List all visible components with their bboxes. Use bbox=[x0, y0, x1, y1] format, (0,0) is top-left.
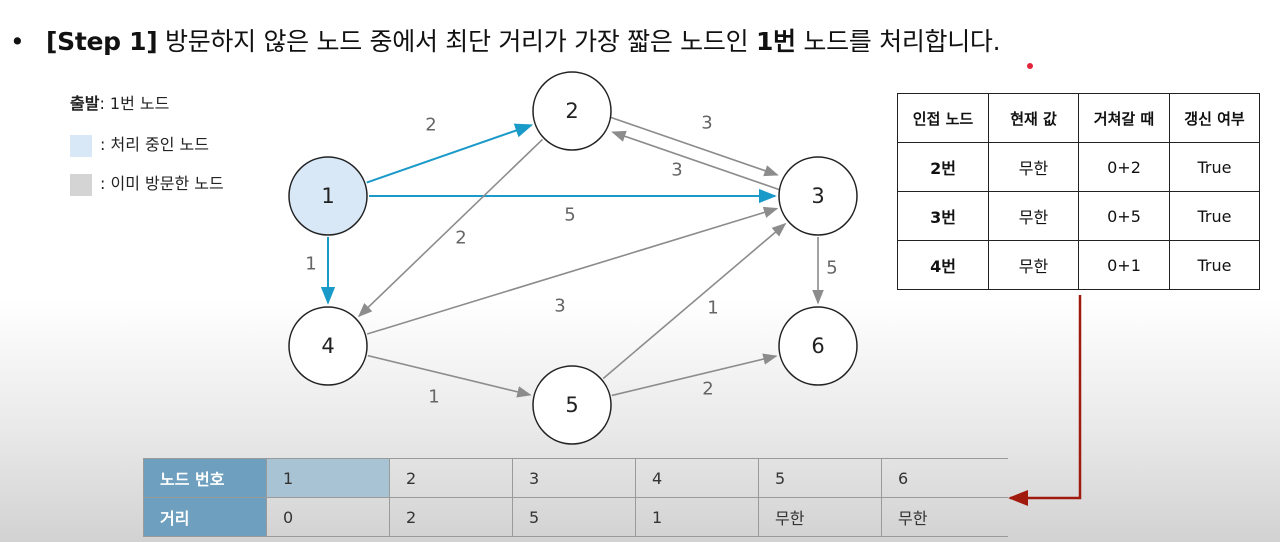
node-circle bbox=[532, 71, 612, 151]
distance-cell: 무한 bbox=[881, 497, 1008, 537]
table-link-arrow bbox=[1008, 295, 1082, 506]
edge-weight-label: 3 bbox=[554, 296, 565, 317]
adj-via-cell: 0+1 bbox=[1078, 240, 1170, 290]
node-number-cell: 5 bbox=[758, 458, 882, 498]
edge-4-3 bbox=[366, 206, 779, 335]
adj-via-cell: 0+2 bbox=[1078, 142, 1170, 192]
table-row: 2번 무한 0+2 True bbox=[897, 142, 1260, 192]
edge-weight-label: 1 bbox=[305, 254, 316, 275]
legend-processing: : 처리 중인 노드 bbox=[70, 131, 209, 157]
adj-node-cell: 3번 bbox=[897, 191, 989, 241]
graph-node-3: 3 bbox=[778, 156, 858, 236]
graph-node-5: 5 bbox=[532, 365, 612, 445]
adj-node-cell: 2번 bbox=[897, 142, 989, 192]
node-number-cell: 4 bbox=[635, 458, 759, 498]
node-label: 2 bbox=[565, 99, 578, 123]
distance-cell: 무한 bbox=[758, 497, 882, 537]
graph-node-4: 4 bbox=[288, 306, 368, 386]
adj-col-header: 인접 노드 bbox=[897, 93, 989, 143]
edge-weight-label: 5 bbox=[564, 205, 575, 226]
processing-swatch bbox=[70, 134, 92, 157]
node-circle bbox=[532, 365, 612, 445]
edge-weight-label: 3 bbox=[671, 160, 682, 181]
distance-cell: 5 bbox=[512, 497, 636, 537]
table-row: 4번 무한 0+1 True bbox=[897, 240, 1260, 290]
adj-via-cell: 0+5 bbox=[1078, 191, 1170, 241]
distance-cell: 0 bbox=[266, 497, 390, 537]
node-label: 4 bbox=[321, 334, 334, 358]
edge-2-3 bbox=[610, 116, 779, 177]
legend-start-label: 출발 bbox=[70, 94, 100, 113]
legend-start-value: : 1번 노드 bbox=[99, 94, 170, 113]
node-circle bbox=[778, 156, 858, 236]
node-label: 3 bbox=[811, 184, 824, 208]
distance-cell: 2 bbox=[389, 497, 513, 537]
adj-node-cell: 4번 bbox=[897, 240, 989, 290]
node-label: 6 bbox=[811, 334, 824, 358]
edge-weight-label: 2 bbox=[455, 228, 466, 249]
bullet: • bbox=[10, 27, 25, 56]
graph-node-1: 1 bbox=[288, 156, 368, 236]
distance-table: 노드 번호 1 2 3 4 5 6 거리 0 2 5 1 무한 무한 bbox=[143, 458, 1008, 537]
distance-header: 거리 bbox=[143, 497, 267, 537]
adjacency-table: 인접 노드 현재 값 거쳐갈 때 갱신 여부 2번 무한 0+2 True 3번… bbox=[897, 93, 1260, 290]
edge-weight-label: 1 bbox=[707, 298, 718, 319]
distance-value-row: 거리 0 2 5 1 무한 무한 bbox=[143, 497, 1008, 537]
adj-current-cell: 무한 bbox=[988, 240, 1079, 290]
node-number-cell: 2 bbox=[389, 458, 513, 498]
node-circle bbox=[778, 306, 858, 386]
visited-swatch bbox=[70, 173, 92, 196]
edge-weight-label: 3 bbox=[701, 113, 712, 134]
legend-visited: : 이미 방문한 노드 bbox=[70, 170, 224, 196]
node-circle bbox=[288, 306, 368, 386]
node-label: 1 bbox=[321, 184, 334, 208]
adj-update-cell: True bbox=[1169, 240, 1260, 290]
edge-5-3 bbox=[602, 222, 787, 380]
adj-col-header: 갱신 여부 bbox=[1169, 93, 1260, 143]
legend-visited-label: : 이미 방문한 노드 bbox=[100, 174, 224, 193]
node-circle bbox=[288, 156, 368, 236]
distance-node-row: 노드 번호 1 2 3 4 5 6 bbox=[143, 458, 1008, 498]
distance-cell: 1 bbox=[635, 497, 759, 537]
heading-node: 1번 bbox=[755, 27, 796, 56]
adj-update-cell: True bbox=[1169, 191, 1260, 241]
node-number-cell: 6 bbox=[881, 458, 1008, 498]
step-label: [Step 1] bbox=[46, 27, 158, 56]
edge-weight-label: 1 bbox=[428, 387, 439, 408]
edge-3-2 bbox=[611, 130, 780, 191]
adj-current-cell: 무한 bbox=[988, 191, 1079, 241]
legend-processing-label: : 처리 중인 노드 bbox=[100, 135, 209, 154]
node-label: 5 bbox=[565, 393, 578, 417]
adj-col-header: 현재 값 bbox=[988, 93, 1079, 143]
heading-text-a: 방문하지 않은 노드 중에서 최단 거리가 가장 짧은 노드인 bbox=[157, 27, 756, 56]
edge-5-6 bbox=[611, 353, 778, 397]
table-row: 3번 무한 0+5 True bbox=[897, 191, 1260, 241]
edge-weight-label: 2 bbox=[425, 115, 436, 136]
adjacency-header-row: 인접 노드 현재 값 거쳐갈 때 갱신 여부 bbox=[897, 93, 1260, 143]
pointer-dot bbox=[1027, 63, 1033, 69]
node-number-header: 노드 번호 bbox=[143, 458, 267, 498]
edge-weight-label: 2 bbox=[702, 379, 713, 400]
node-number-cell: 3 bbox=[512, 458, 636, 498]
graph-node-2: 2 bbox=[532, 71, 612, 151]
adj-col-header: 거쳐갈 때 bbox=[1078, 93, 1170, 143]
legend-start: 출발: 1번 노드 bbox=[70, 90, 169, 114]
node-number-cell: 1 bbox=[266, 458, 390, 498]
heading-text-b: 노드를 처리합니다. bbox=[795, 27, 1001, 56]
adj-update-cell: True bbox=[1169, 142, 1260, 192]
edge-2-4 bbox=[357, 138, 544, 318]
graph-node-6: 6 bbox=[778, 306, 858, 386]
edge-weight-label: 5 bbox=[826, 258, 837, 279]
step-heading: • [Step 1] 방문하지 않은 노드 중에서 최단 거리가 가장 짧은 노드… bbox=[10, 22, 1001, 58]
edge-1-2 bbox=[366, 123, 534, 184]
edge-4-5 bbox=[367, 354, 532, 398]
adj-current-cell: 무한 bbox=[988, 142, 1079, 192]
